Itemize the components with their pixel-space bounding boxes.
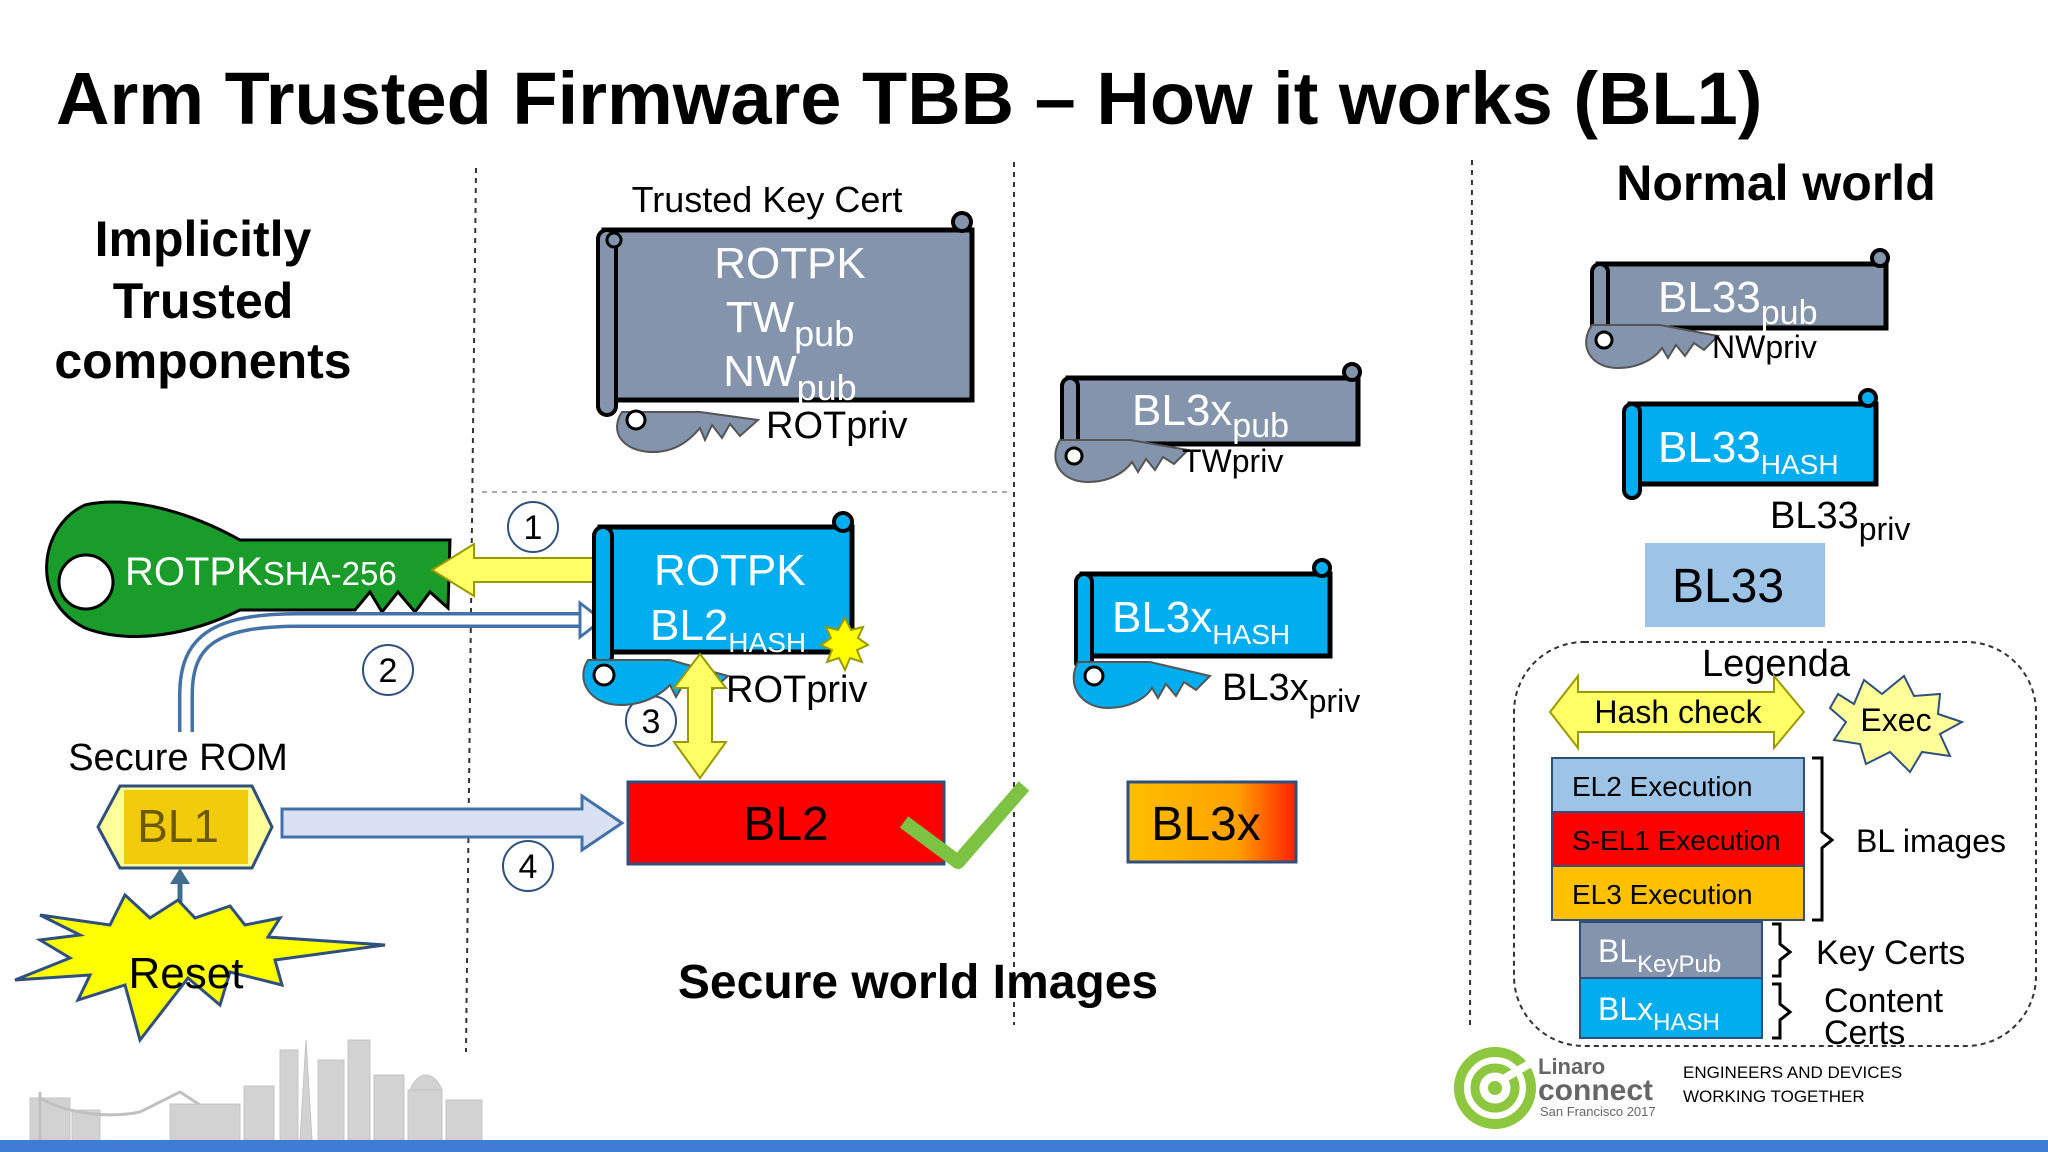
trusted-key-cert: ROTPK TWpub NWpub ROTpriv	[596, 211, 975, 454]
svg-text:4: 4	[519, 848, 538, 886]
svg-text:TWpub: TWpub	[726, 293, 854, 354]
reset-burst: Reset	[14, 892, 386, 1044]
implicit-heading: Implicitly Trusted components	[54, 211, 351, 389]
twpriv-key-icon	[1054, 439, 1191, 484]
bl33-key-cert-label: BL33pub	[1658, 273, 1818, 332]
bl3x-key-cert: BL3xpub TWpriv	[1054, 362, 1362, 484]
trusted-key-cert-content: ROTPK TWpub NWpub	[714, 239, 866, 408]
legend-exec: Exec	[1828, 674, 1965, 774]
event-location-text: San Francisco 2017	[1540, 1104, 1656, 1119]
step2-arrow	[178, 599, 605, 732]
bl33-content-cert-signer: BL33priv	[1770, 495, 1910, 547]
section-dividers	[465, 159, 1473, 1053]
slide-title: Arm Trusted Firmware TBB – How it works …	[56, 57, 1762, 140]
bl2-content-cert: ROTPK BL2HASH ROTpriv	[582, 511, 871, 711]
bl33-content-cert: BL33HASH BL33priv	[1622, 388, 1910, 547]
bl3x-image-label: BL3x	[1151, 798, 1260, 851]
bl3x-content-cert-signer: BL3xpriv	[1222, 667, 1360, 719]
bl33-image-label: BL33	[1672, 560, 1784, 613]
legend-bl-images: EL2 Execution S-EL1 Execution EL3 Execut…	[1551, 756, 2006, 922]
bl1-exec-node: BL1	[96, 784, 274, 870]
bl2-content-cert-signer: ROTpriv	[726, 669, 867, 711]
svg-text:BL2HASH: BL2HASH	[650, 601, 806, 658]
rotpk-hash-key-label: ROTPKSHA-256	[125, 550, 397, 594]
step4-arrow	[280, 793, 625, 853]
legend-key-certs-brace	[1772, 922, 1793, 978]
legend-hash-check: Hash check	[1548, 673, 1806, 751]
bl1-label: BL1	[137, 800, 219, 852]
bl3x-key-cert-signer: TWpriv	[1182, 443, 1283, 479]
exec-star-icon	[818, 615, 871, 673]
step-2-marker: 2	[362, 644, 414, 696]
bl3x-priv-key-icon	[1072, 661, 1212, 710]
legend-content-cert-label: BLxHASH	[1598, 991, 1720, 1036]
implicit-heading-line2: Trusted	[113, 273, 294, 329]
bl33-content-cert-label: BL33HASH	[1658, 423, 1839, 480]
rotpriv-key-icon	[616, 409, 761, 454]
legend-sel1-label: S-EL1 Execution	[1572, 825, 1781, 856]
legend-el3-label: EL3 Execution	[1572, 879, 1753, 910]
bl33-key-cert: BL33pub NWpriv	[1585, 248, 1890, 370]
bl3x-content-cert-label: BL3xHASH	[1112, 593, 1290, 650]
legend-bl-images-label: BL images	[1856, 823, 2006, 859]
legend-content-certs-line2: Certs	[1824, 1014, 1905, 1052]
bl2-image: BL2	[626, 780, 946, 866]
rotpk-hash-key: ROTPKSHA-256	[45, 500, 452, 638]
secure-world-heading: Secure world Images	[678, 956, 1158, 1009]
legend-content-certs-line1: Content	[1824, 982, 1944, 1020]
tagline-line1: ENGINEERS AND DEVICES	[1683, 1063, 1902, 1082]
bl3x-key-cert-label: BL3xpub	[1132, 386, 1289, 445]
legend-key-certs-label: Key Certs	[1816, 934, 1965, 972]
legend-el2-label: EL2 Execution	[1572, 771, 1753, 802]
svg-text:ROTPK: ROTPK	[714, 239, 866, 288]
nwpriv-key-icon	[1585, 324, 1721, 370]
implicit-heading-line3: components	[54, 333, 351, 389]
legend-exec-label: Exec	[1860, 702, 1931, 738]
secure-rom-label: Secure ROM	[68, 737, 288, 779]
tagline-line2: WORKING TOGETHER	[1683, 1087, 1865, 1106]
svg-text:NWpub: NWpub	[723, 347, 856, 408]
step-markers: 1 2 3 4	[362, 501, 677, 892]
reset-label: Reset	[129, 949, 244, 998]
bottom-accent-bar	[0, 1140, 2048, 1152]
linaro-connect-logo: Linaro connect San Francisco 2017 ENGINE…	[1454, 1047, 1902, 1129]
bl2-image-label: BL2	[743, 798, 828, 851]
bl33-key-cert-signer: NWpriv	[1712, 329, 1817, 365]
svg-text:ROTPK: ROTPK	[654, 546, 806, 595]
bl3x-content-cert: BL3xHASH BL3xpriv	[1072, 558, 1360, 719]
legend-certs: BLKeyPub BLxHASH Key Certs Content Certs	[1579, 921, 1965, 1052]
legend-bl-images-brace	[1812, 756, 1835, 922]
city-skyline-graphic	[29, 1039, 483, 1141]
svg-text:1: 1	[524, 509, 543, 547]
step-4-marker: 4	[502, 840, 554, 892]
legend-content-certs-brace	[1772, 982, 1793, 1040]
connect-logo-text: connect	[1538, 1074, 1653, 1107]
bl2-content-cert-text: ROTPK BL2HASH	[650, 546, 806, 658]
legend-key-cert-label: BLKeyPub	[1598, 933, 1721, 978]
bl3x-image: BL3x	[1126, 780, 1298, 864]
trusted-key-cert-signer: ROTpriv	[766, 405, 907, 447]
normal-world-heading: Normal world	[1616, 155, 1935, 211]
step3-hash-arrow	[671, 652, 729, 780]
legend-hash-check-label: Hash check	[1594, 694, 1762, 730]
linaro-logo-text: Linaro	[1538, 1054, 1605, 1079]
trusted-key-cert-caption: Trusted Key Cert	[632, 179, 903, 220]
bl33-image: BL33	[1645, 543, 1825, 627]
svg-text:2: 2	[379, 652, 398, 690]
legend: Legenda Hash check Exec EL2 Execution S-…	[1513, 641, 2037, 1052]
svg-text:3: 3	[642, 703, 661, 741]
step-1-marker: 1	[507, 501, 559, 553]
verified-checkmark-icon	[899, 781, 1030, 869]
implicit-heading-line1: Implicitly	[95, 211, 312, 267]
